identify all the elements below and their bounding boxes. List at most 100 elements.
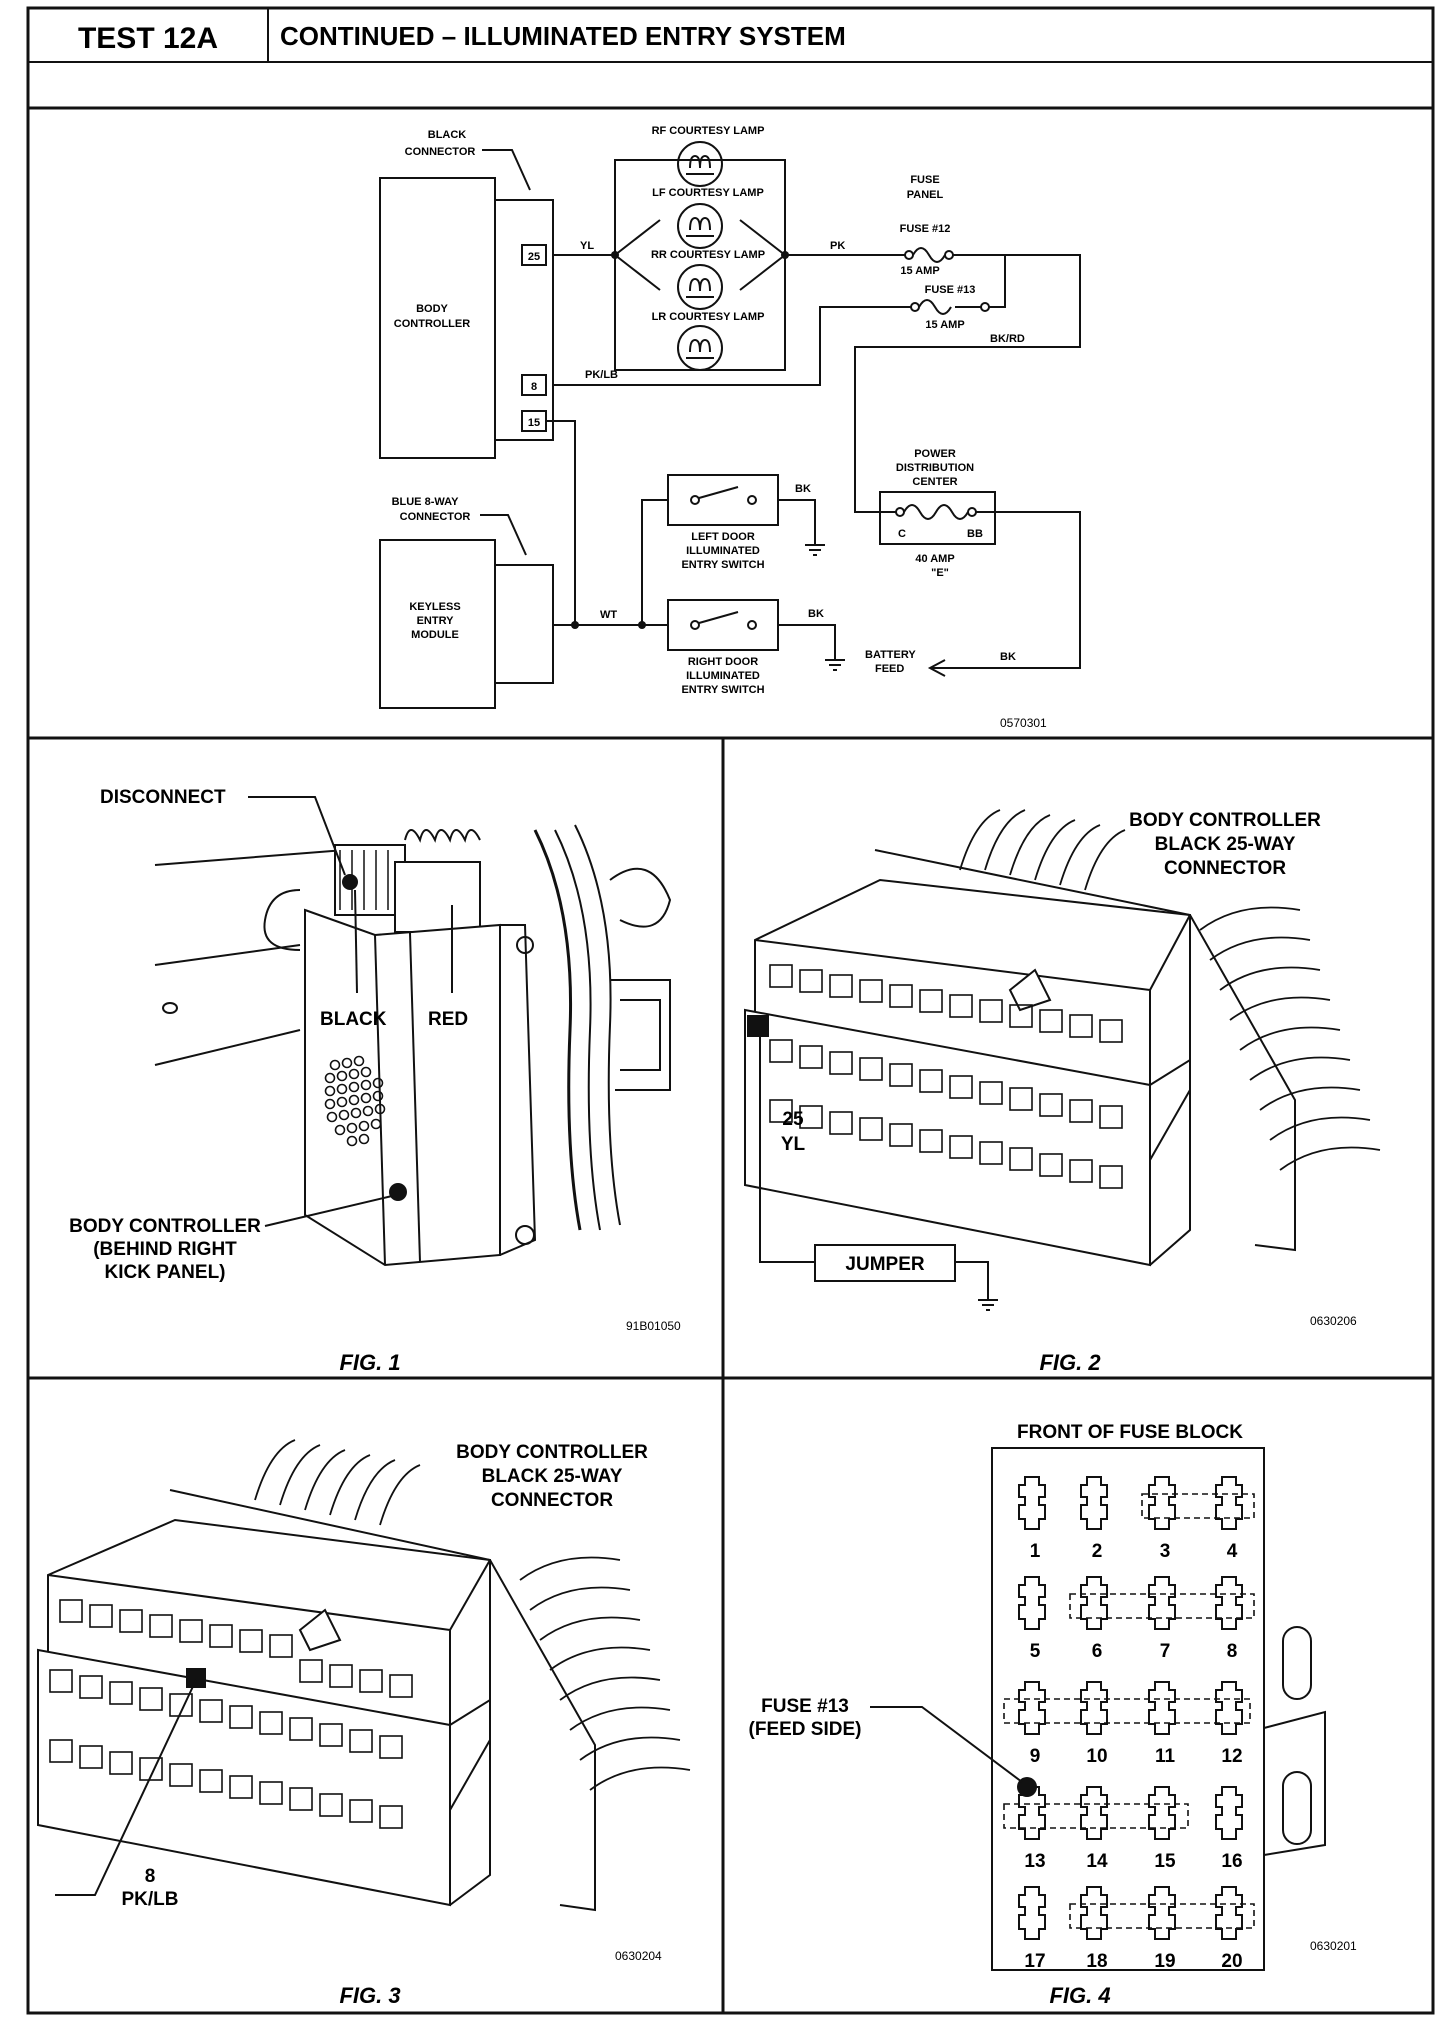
fig3-caption: FIG. 3 xyxy=(339,1983,400,2008)
svg-text:CONTROLLER: CONTROLLER xyxy=(394,318,470,330)
svg-text:0570301: 0570301 xyxy=(1000,716,1047,730)
svg-text:3: 3 xyxy=(1160,1541,1171,1562)
test-id: TEST 12A xyxy=(78,22,218,55)
svg-text:CONNECTOR: CONNECTOR xyxy=(405,146,476,158)
svg-text:MODULE: MODULE xyxy=(411,629,459,641)
svg-text:(BEHIND RIGHT: (BEHIND RIGHT xyxy=(93,1239,237,1260)
fig2-panel: BODY CONTROLLER BLACK 25-WAY CONNECTOR 2… xyxy=(744,809,1381,1375)
svg-text:BLACK 25-WAY: BLACK 25-WAY xyxy=(1155,834,1296,855)
svg-text:15 AMP: 15 AMP xyxy=(900,265,939,277)
fig1-panel: DISCONNECT BLACK RED BODY CONTROLLER (BE… xyxy=(69,787,681,1375)
svg-text:LR COURTESY LAMP: LR COURTESY LAMP xyxy=(652,311,765,323)
svg-text:BK: BK xyxy=(795,483,811,495)
svg-text:8: 8 xyxy=(531,381,537,393)
svg-text:BODY: BODY xyxy=(416,303,448,315)
svg-text:FUSE #13: FUSE #13 xyxy=(925,284,976,296)
svg-text:PK: PK xyxy=(830,240,845,252)
svg-text:10: 10 xyxy=(1086,1746,1107,1767)
svg-text:15 AMP: 15 AMP xyxy=(925,319,964,331)
svg-text:ENTRY: ENTRY xyxy=(417,615,455,627)
svg-text:0630201: 0630201 xyxy=(1310,1939,1357,1953)
svg-text:YL: YL xyxy=(781,1134,806,1155)
svg-text:5: 5 xyxy=(1030,1641,1041,1662)
svg-text:0630204: 0630204 xyxy=(615,1949,662,1963)
svg-text:25: 25 xyxy=(528,251,540,263)
fig2-title: BODY CONTROLLER xyxy=(1129,810,1321,831)
svg-text:POWER: POWER xyxy=(914,448,956,460)
svg-text:19: 19 xyxy=(1154,1951,1175,1972)
svg-text:14: 14 xyxy=(1086,1851,1108,1872)
svg-text:17: 17 xyxy=(1024,1951,1045,1972)
svg-text:16: 16 xyxy=(1221,1851,1242,1872)
svg-text:C: C xyxy=(898,528,906,540)
svg-text:BLACK 25-WAY: BLACK 25-WAY xyxy=(482,1466,623,1487)
svg-text:PK/LB: PK/LB xyxy=(585,369,618,381)
svg-text:ENTRY SWITCH: ENTRY SWITCH xyxy=(681,684,764,696)
svg-text:FUSE: FUSE xyxy=(910,174,939,186)
svg-text:PK/LB: PK/LB xyxy=(122,1889,179,1910)
svg-text:BK/RD: BK/RD xyxy=(990,333,1025,345)
svg-text:"E": "E" xyxy=(931,567,949,579)
svg-text:ENTRY SWITCH: ENTRY SWITCH xyxy=(681,559,764,571)
fig3-panel: BODY CONTROLLER BLACK 25-WAY CONNECTOR 8… xyxy=(37,1439,691,2008)
svg-text:BK: BK xyxy=(808,608,824,620)
svg-text:6: 6 xyxy=(1092,1641,1103,1662)
fuse-block xyxy=(991,1447,1265,1971)
svg-text:7: 7 xyxy=(1160,1641,1171,1662)
svg-text:KEYLESS: KEYLESS xyxy=(409,601,460,613)
fig2-caption: FIG. 2 xyxy=(1039,1350,1101,1375)
svg-text:15: 15 xyxy=(528,417,540,429)
fig2-jumper-label: JUMPER xyxy=(845,1254,924,1275)
svg-text:RIGHT DOOR: RIGHT DOOR xyxy=(688,656,758,668)
svg-text:CONNECTOR: CONNECTOR xyxy=(491,1490,613,1511)
svg-text:ILLUMINATED: ILLUMINATED xyxy=(686,670,760,682)
svg-text:KICK PANEL): KICK PANEL) xyxy=(104,1262,225,1283)
fig4-caption: FIG. 4 xyxy=(1049,1983,1110,2008)
svg-text:15: 15 xyxy=(1154,1851,1176,1872)
svg-text:FUSE #12: FUSE #12 xyxy=(900,223,951,235)
svg-text:9: 9 xyxy=(1030,1746,1041,1767)
page-title: CONTINUED – ILLUMINATED ENTRY SYSTEM xyxy=(280,21,846,51)
svg-text:CONNECTOR: CONNECTOR xyxy=(400,511,471,523)
svg-text:YL: YL xyxy=(580,240,594,252)
fig1-disconnect-label: DISCONNECT xyxy=(100,787,226,808)
svg-text:BK: BK xyxy=(1000,651,1016,663)
svg-text:FEED: FEED xyxy=(875,663,904,675)
svg-text:BB: BB xyxy=(967,528,983,540)
svg-text:RF COURTESY LAMP: RF COURTESY LAMP xyxy=(652,125,765,137)
svg-text:CONNECTOR: CONNECTOR xyxy=(1164,858,1286,879)
svg-text:WT: WT xyxy=(600,609,617,621)
fig2-pin-label: 25 xyxy=(782,1109,804,1130)
svg-text:BATTERY: BATTERY xyxy=(865,649,916,661)
svg-text:12: 12 xyxy=(1221,1746,1242,1767)
svg-text:BLUE 8-WAY: BLUE 8-WAY xyxy=(392,496,459,508)
svg-text:LF COURTESY LAMP: LF COURTESY LAMP xyxy=(652,187,764,199)
svg-text:13: 13 xyxy=(1024,1851,1045,1872)
svg-text:40 AMP: 40 AMP xyxy=(915,553,954,565)
svg-text:18: 18 xyxy=(1086,1951,1107,1972)
svg-text:ILLUMINATED: ILLUMINATED xyxy=(686,545,760,557)
fig1-caption: FIG. 1 xyxy=(339,1350,400,1375)
svg-text:(FEED SIDE): (FEED SIDE) xyxy=(749,1719,862,1740)
svg-text:RR COURTESY LAMP: RR COURTESY LAMP xyxy=(651,249,765,261)
svg-text:91B01050: 91B01050 xyxy=(626,1319,681,1333)
svg-text:LEFT DOOR: LEFT DOOR xyxy=(691,531,755,543)
outer-frame xyxy=(26,6,1435,2015)
fig3-pin-label: 8 xyxy=(145,1866,156,1887)
fig4-title: FRONT OF FUSE BLOCK xyxy=(1017,1422,1243,1443)
fig1-body-controller-label: BODY CONTROLLER xyxy=(69,1216,261,1237)
svg-text:20: 20 xyxy=(1221,1951,1242,1972)
fig3-title: BODY CONTROLLER xyxy=(456,1442,648,1463)
wiring-schematic: BLACK CONNECTOR BODY CONTROLLER 25 8 15 … xyxy=(379,125,1081,730)
svg-text:4: 4 xyxy=(1227,1541,1238,1562)
svg-text:2: 2 xyxy=(1092,1541,1103,1562)
svg-text:BLACK: BLACK xyxy=(428,129,467,141)
svg-text:CENTER: CENTER xyxy=(912,476,957,488)
fig1-red-label: RED xyxy=(428,1009,468,1030)
svg-text:PANEL: PANEL xyxy=(907,189,944,201)
svg-text:11: 11 xyxy=(1155,1746,1176,1767)
svg-text:8: 8 xyxy=(1227,1641,1238,1662)
svg-text:DISTRIBUTION: DISTRIBUTION xyxy=(896,462,974,474)
